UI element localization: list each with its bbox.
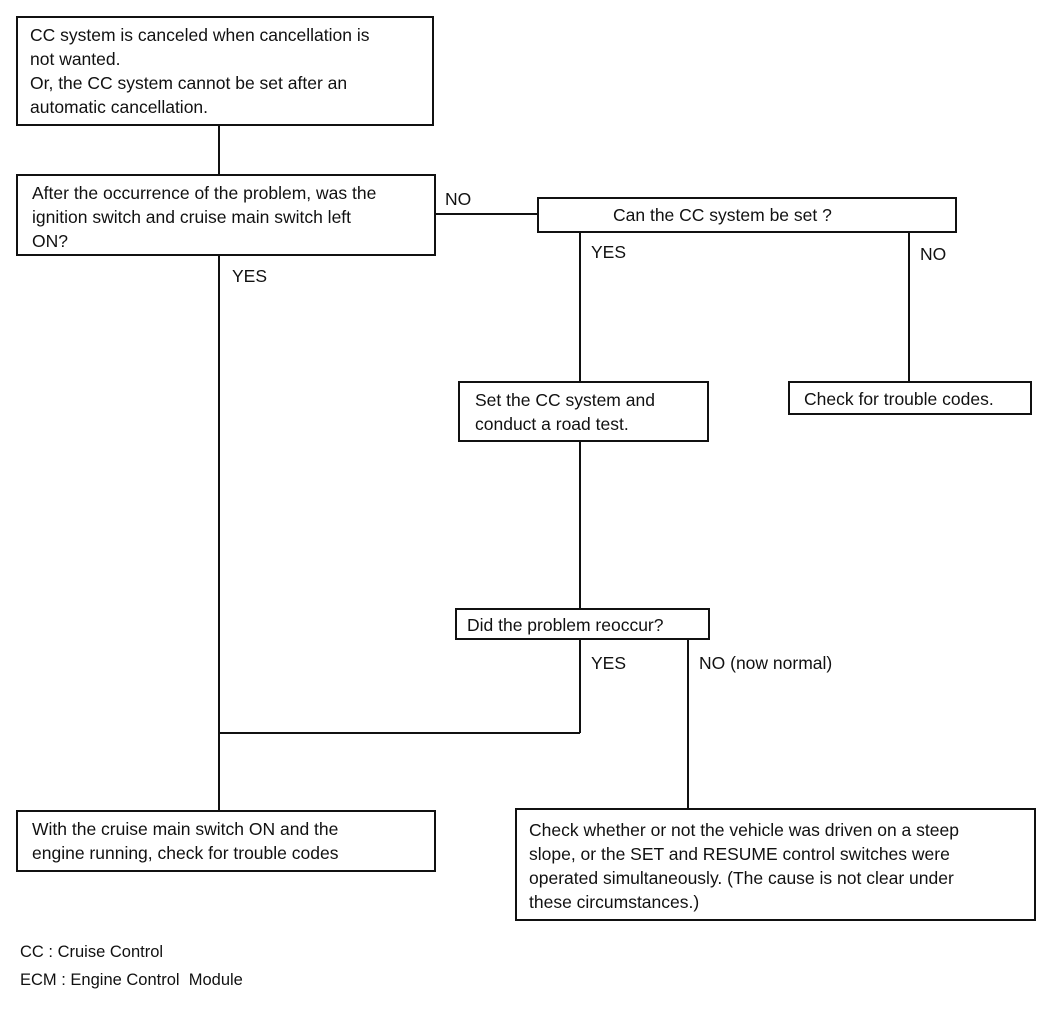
label-yes-reoccur: YES bbox=[591, 653, 627, 673]
decision-left-on-box: After the occurrence of the problem, was… bbox=[16, 174, 436, 256]
label-yes-left-on: YES bbox=[232, 266, 268, 286]
legend-cc: CC : Cruise Control bbox=[20, 943, 164, 961]
label-no-now-normal: NO (now normal) bbox=[699, 653, 833, 673]
label-no-can-set: NO bbox=[920, 244, 947, 264]
decision-reoccur-box: Did the problem reoccur? bbox=[455, 608, 710, 640]
check-main-switch-on-box: With the cruise main switch ON and the e… bbox=[16, 810, 436, 872]
check-trouble-codes-box: Check for trouble codes. bbox=[788, 381, 1032, 415]
legend-ecm: ECM : Engine Control Module bbox=[20, 971, 243, 989]
label-yes-can-set: YES bbox=[591, 242, 627, 262]
check-steep-slope-box: Check whether or not the vehicle was dri… bbox=[515, 808, 1036, 921]
decision-can-set-box: Can the CC system be set ? bbox=[537, 197, 957, 233]
start-box: CC system is canceled when cancellation … bbox=[16, 16, 434, 126]
label-no-left-on: NO bbox=[445, 189, 472, 209]
set-road-test-box: Set the CC system and conduct a road tes… bbox=[458, 381, 709, 442]
